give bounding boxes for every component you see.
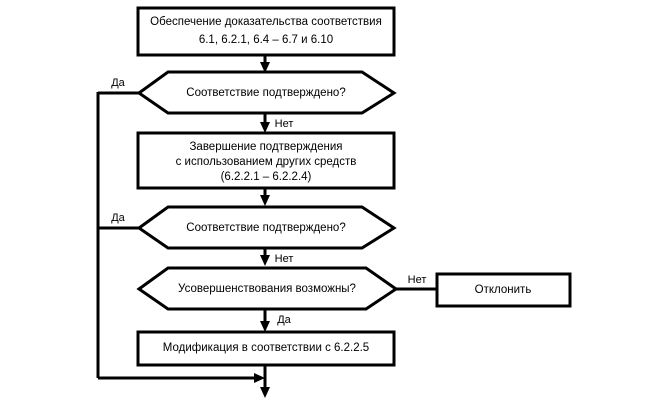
arrowhead-decision2-no [260,255,270,266]
node-improvements-possible-label: Усовершенствования возможны? [178,283,356,295]
node-reject-label: Отклонить [475,284,532,296]
arrowhead-confirmation-to-decision2 [260,195,270,206]
edge-label-yes-1: Да [111,77,125,89]
arrowhead-flow-exit [260,387,270,398]
node-complete-confirmation-line-3: (6.2.2.1 – 6.2.2.4) [221,171,312,183]
edge-label-yes-3: Да [277,314,291,326]
node-improvements-possible [136,266,399,311]
node-conformity-confirmed-2 [136,205,397,250]
edge-label-no-1: Нет [275,118,294,130]
node-provide-evidence-line-2: 6.1, 6.2.1, 6.4 – 6.7 и 6.10 [199,34,333,46]
node-complete-confirmation-line-1: Завершение подтверждения [189,141,342,153]
edge-label-yes-2: Да [111,212,125,224]
edge-label-no-2: Нет [275,253,294,265]
node-complete-confirmation-line-2: с использованием других средств [176,156,357,168]
edge-label-no-3: Нет [408,274,427,286]
node-modification-label: Модификация в соответствии с 6.2.2.5 [163,342,369,354]
node-conformity-confirmed-1-label: Соответствие подтверждено? [186,87,345,99]
node-reject [435,272,572,308]
arrowhead-decision3-yes [260,321,270,332]
node-conformity-confirmed-2-label: Соответствие подтверждено? [186,222,345,234]
node-modification [136,330,396,367]
node-provide-evidence [136,6,396,57]
arrowhead-evidence-to-decision1 [260,62,270,73]
node-provide-evidence-line-1: Обеспечение доказательства соответствия [150,16,382,28]
arrowhead-bottom-return [254,373,265,383]
arrowhead-decision1-no [260,122,270,133]
node-complete-confirmation [136,131,396,190]
node-conformity-confirmed-1 [136,70,397,115]
